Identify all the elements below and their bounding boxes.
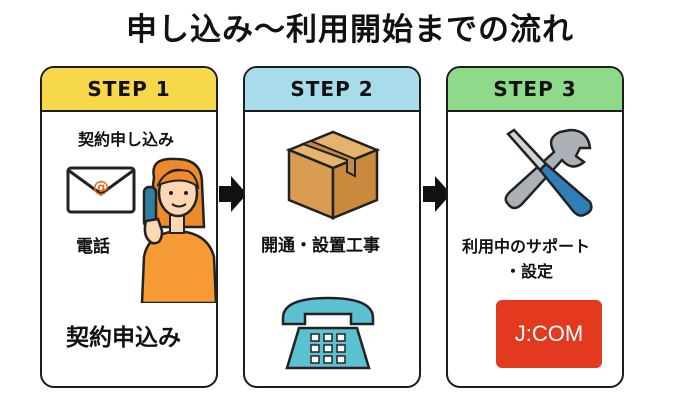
step-1-header: STEP 1	[42, 68, 216, 112]
tools-icon	[504, 128, 593, 217]
mail-icon: @	[66, 166, 136, 214]
step-1-apply-text: 契約申し込み	[78, 130, 175, 149]
arrow-right-icon	[423, 176, 451, 212]
svg-text:@: @	[93, 177, 109, 196]
jcom-logo: J:COM	[496, 300, 602, 368]
jcom-logo-text: J:COM	[514, 321, 584, 346]
step-1-contract-text: 契約申込み	[66, 325, 181, 351]
arrow-right-icon	[219, 176, 247, 212]
step-2-install-text: 開通・設置工事	[261, 236, 380, 256]
step-3-support-text: 利用中のサポート	[462, 237, 591, 256]
step-3-setting-text: ・設定	[505, 262, 554, 281]
cardboard-box-icon	[285, 130, 381, 220]
step-2-header: STEP 2	[245, 68, 419, 112]
telephone-icon	[281, 296, 375, 370]
page-title: 申し込み〜利用開始までの流れ	[126, 12, 574, 48]
step-1-phone-text: 電話	[76, 237, 110, 257]
step-3-header: STEP 3	[448, 68, 622, 112]
phone-call-person-icon	[140, 157, 218, 303]
